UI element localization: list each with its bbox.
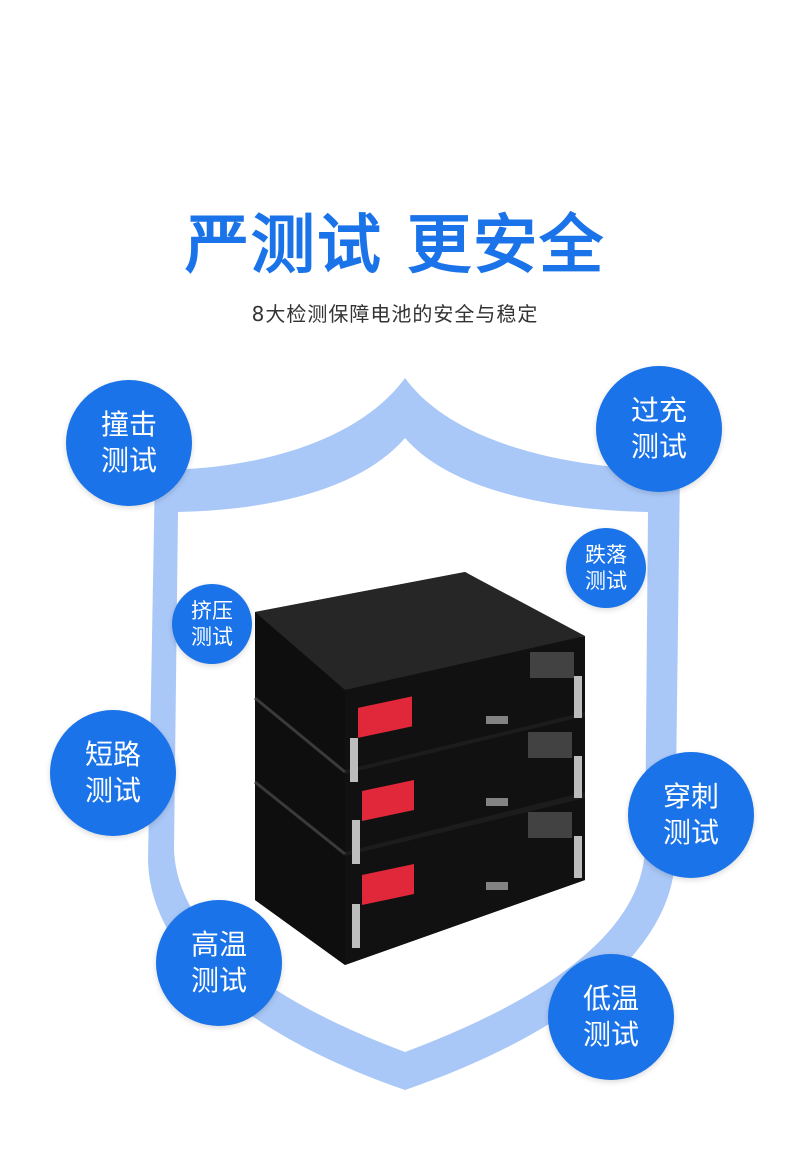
badge-puncture-test: 穿刺 测试	[628, 752, 754, 878]
badge-line-1: 短路	[84, 738, 141, 771]
badge-line-1: 过充	[630, 394, 687, 427]
badge-line-1: 低温	[582, 982, 639, 1015]
badge-line-2: 测试	[190, 964, 247, 997]
badge-line-1: 挤压	[191, 599, 233, 623]
badge-low-temp-test: 低温 测试	[548, 954, 674, 1080]
badge-high-temp-test: 高温 测试	[156, 900, 282, 1026]
badge-impact-test: 撞击 测试	[66, 380, 192, 506]
badge-line-2: 测试	[191, 625, 233, 649]
badge-drop-test: 跌落 测试	[566, 528, 646, 608]
page-title: 严测试 更安全	[184, 209, 606, 283]
badge-line-1: 高温	[190, 928, 247, 961]
badge-line-2: 测试	[582, 1018, 639, 1051]
page-subtitle: 8大检测保障电池的安全与稳定	[251, 302, 539, 326]
badge-line-2: 测试	[100, 444, 157, 477]
badge-line-1: 撞击	[100, 408, 157, 441]
badge-short-circuit-test: 短路 测试	[50, 710, 176, 836]
badge-line-1: 跌落	[585, 543, 627, 567]
badge-line-2: 测试	[84, 774, 141, 807]
badge-line-1: 穿刺	[662, 780, 719, 813]
badge-line-2: 测试	[662, 816, 719, 849]
badge-crush-test: 挤压 测试	[172, 584, 252, 664]
badge-line-2: 测试	[585, 569, 627, 593]
badge-overcharge-test: 过充 测试	[596, 366, 722, 492]
badge-line-2: 测试	[630, 430, 687, 463]
